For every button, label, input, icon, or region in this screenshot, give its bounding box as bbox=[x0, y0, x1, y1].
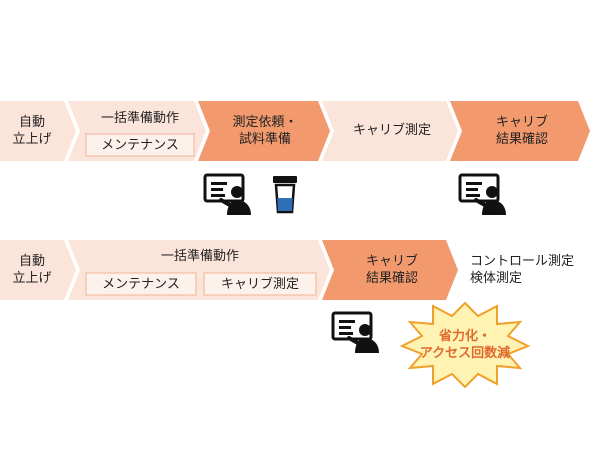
row2-step1-label: 自動 立上げ bbox=[12, 254, 52, 286]
row1-step5-chevron bbox=[450, 101, 590, 161]
row2-step2-sub-a: メンテナンス bbox=[102, 277, 180, 292]
row1-step3-label: 測定依頼・ 試料準備 bbox=[232, 115, 298, 147]
row2-step2-title: 一括準備動作 bbox=[160, 249, 239, 264]
row1-step5-label: キャリブ 結果確認 bbox=[495, 115, 548, 147]
row2-step1-chevron bbox=[0, 240, 76, 300]
row1-step1-chevron bbox=[0, 101, 76, 161]
burst-text: 省力化・ アクセス回数減 bbox=[419, 329, 511, 361]
row1-step2-sub: メンテナンス bbox=[101, 138, 179, 153]
row2-step2-sub-b: キャリブ測定 bbox=[220, 277, 299, 292]
row1-step3-chevron bbox=[198, 101, 330, 161]
row1-step4-chevron bbox=[322, 101, 458, 161]
row2-step4-label: コントロール測定 検体測定 bbox=[470, 254, 575, 286]
row1-operator-icon bbox=[203, 173, 251, 215]
row2-step2-sub-box-b bbox=[203, 272, 317, 296]
row2-operator-icon bbox=[331, 311, 379, 353]
row1-step4-label: キャリブ測定 bbox=[352, 123, 431, 138]
row2-step3-chevron bbox=[322, 240, 458, 300]
row1-operator-icon-2 bbox=[458, 173, 506, 215]
row1-step2-title: 一括準備動作 bbox=[100, 111, 179, 126]
row1-sample-cup-icon bbox=[273, 176, 297, 214]
row1-step1-label: 自動 立上げ bbox=[12, 115, 52, 147]
row2-step2-sub-box-a bbox=[85, 272, 197, 296]
burst-shape bbox=[399, 301, 531, 389]
row1-step2-sub-box bbox=[85, 133, 195, 157]
row2-step3-label: キャリブ 結果確認 bbox=[365, 254, 418, 286]
